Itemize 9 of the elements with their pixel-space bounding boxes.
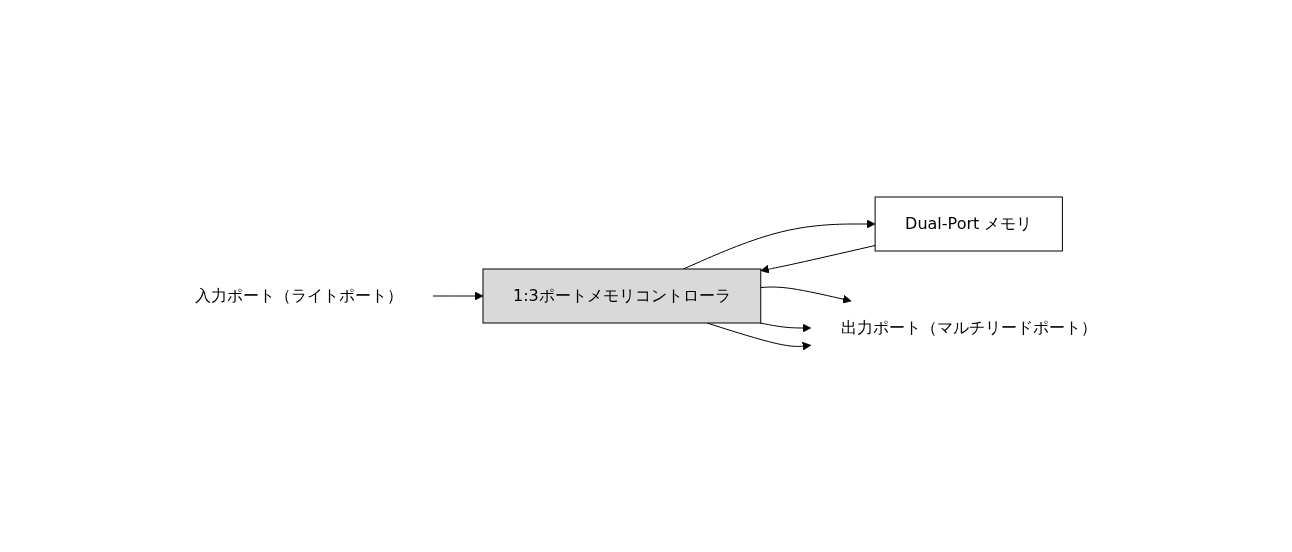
arrow [759,322,812,333]
node-box: 1:3ポートメモリコントローラ [482,268,762,324]
node-box: Dual-Port メモリ [874,196,1063,252]
arrow [682,219,876,270]
arrow [432,291,484,301]
arrow [760,245,876,274]
node-text: 出力ポート（マルチリードポート） [840,318,1097,337]
arrow [760,286,852,304]
node-text: 入力ポート（ライトポート） [195,286,404,305]
